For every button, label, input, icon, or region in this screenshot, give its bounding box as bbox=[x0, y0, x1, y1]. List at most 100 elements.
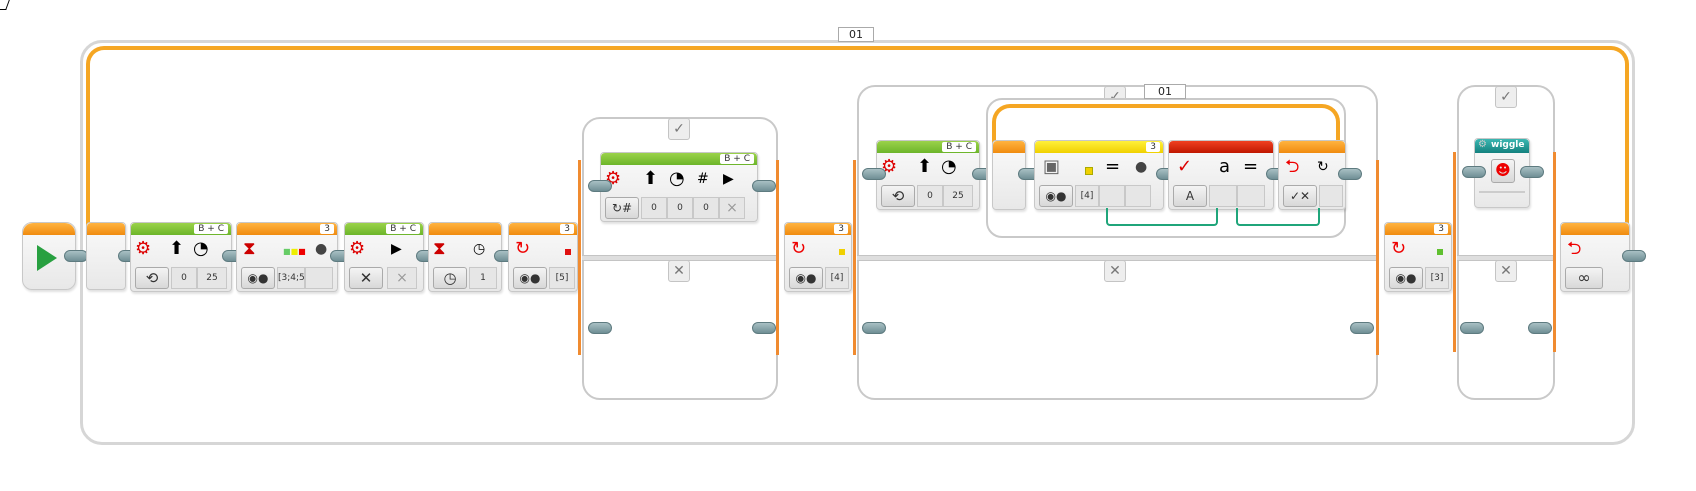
equals-icon: = bbox=[1243, 156, 1259, 177]
my-block-icon: ☻ bbox=[1491, 159, 1515, 183]
color-set-value[interactable]: [3;4;5] bbox=[277, 267, 308, 289]
power-value[interactable]: 25 bbox=[197, 267, 227, 289]
sequence-plug bbox=[1520, 166, 1544, 178]
switch-color-sensor-3[interactable]: 3 ↻ ◉● [3] bbox=[1384, 222, 1452, 292]
port-label[interactable]: B + C bbox=[386, 224, 420, 234]
switch-icon: ↻ bbox=[791, 238, 807, 259]
wait-color-block[interactable]: 3 ⧗ ■■■ ● ◉● [3;4;5] bbox=[236, 222, 338, 292]
sequence-plug bbox=[1528, 322, 1552, 334]
logic-operations-block[interactable]: ✓ a = A bbox=[1168, 140, 1274, 210]
switch-color-sensor-1[interactable]: 3 ↻ ◉● [5] bbox=[508, 222, 578, 292]
block-bar: B + C bbox=[877, 141, 979, 153]
mode-selector[interactable]: ◉● bbox=[1039, 185, 1073, 207]
speedometer-icon: ◔ bbox=[669, 168, 685, 189]
port-label[interactable]: B + C bbox=[720, 154, 754, 164]
my-block-wiggle[interactable]: ⚙ wiggle ☻ bbox=[1474, 138, 1530, 208]
block-bar bbox=[993, 141, 1025, 153]
false-case-tab[interactable]: ✕ bbox=[1104, 260, 1126, 282]
arrow-up-icon: ⬆ bbox=[643, 168, 659, 189]
outer-loop-end-block[interactable]: ⮌ ∞ bbox=[1560, 222, 1630, 292]
brake-value[interactable]: × bbox=[719, 197, 745, 219]
colors-icon: ● bbox=[315, 241, 328, 257]
move-steering-off-block[interactable]: B + C ⚙ ▶ ✕ × bbox=[344, 222, 424, 292]
mode-selector[interactable]: ⟲ bbox=[881, 185, 915, 207]
sequence-plug bbox=[862, 322, 886, 334]
port-label[interactable]: 3 bbox=[320, 224, 334, 234]
mode-selector[interactable]: ⟲ bbox=[135, 267, 169, 289]
port-label[interactable]: 3 bbox=[560, 224, 574, 234]
switch-color-sensor-2[interactable]: 3 ↻ ◉● [4] bbox=[784, 222, 852, 292]
divider bbox=[1479, 191, 1525, 193]
steering-value[interactable]: 0 bbox=[171, 267, 197, 289]
loop-interrupt-icon: ⮌ bbox=[1285, 156, 1300, 177]
result-output[interactable] bbox=[1237, 185, 1265, 207]
result-output[interactable] bbox=[305, 267, 333, 289]
mode-selector[interactable]: ◉● bbox=[789, 267, 823, 289]
measured-output[interactable] bbox=[1125, 185, 1151, 207]
data-wire bbox=[1236, 208, 1320, 226]
move-steering-degrees-block[interactable]: B + C ⚙ ⬆ ◔ # ▶ ↻# 0 0 0 × bbox=[600, 152, 758, 222]
degrees-value[interactable]: 0 bbox=[693, 197, 719, 219]
gear-icon: ⚙ bbox=[1478, 139, 1487, 150]
mode-selector[interactable]: ✓✕ bbox=[1283, 185, 1317, 207]
port-label[interactable]: B + C bbox=[194, 224, 228, 234]
color-sensor-compare-block[interactable]: 3 ▣ = ● ◉● [4] bbox=[1034, 140, 1164, 210]
degrees-icon: # bbox=[697, 171, 709, 187]
sequence-plug bbox=[1460, 322, 1484, 334]
steering-value[interactable]: 0 bbox=[641, 197, 667, 219]
play-icon[interactable] bbox=[37, 245, 57, 271]
sequence-plug bbox=[1462, 166, 1486, 178]
power-value[interactable]: 0 bbox=[667, 197, 693, 219]
inner-loop-wire bbox=[992, 104, 1340, 144]
loop-mode-selector[interactable]: ∞ bbox=[1565, 267, 1603, 289]
brake-icon: ▶ bbox=[391, 241, 402, 257]
color-value[interactable]: [4] bbox=[825, 267, 849, 289]
block-bar: B + C bbox=[601, 153, 757, 165]
mode-selector[interactable]: ◷ bbox=[433, 267, 467, 289]
brake-value[interactable]: × bbox=[387, 267, 417, 289]
block-bar bbox=[429, 223, 501, 235]
condition-input[interactable] bbox=[1319, 185, 1343, 207]
mode-selector[interactable]: ✕ bbox=[349, 267, 383, 289]
mode-selector[interactable]: ↻# bbox=[605, 197, 639, 219]
switch-icon: ↻ bbox=[515, 238, 531, 259]
power-value[interactable]: 25 bbox=[943, 185, 973, 207]
outer-loop-label[interactable]: 01 bbox=[838, 27, 874, 42]
corner-mark bbox=[0, 0, 10, 10]
color-value[interactable]: [4] bbox=[1075, 185, 1099, 207]
inner-loop-label[interactable]: 01 bbox=[1144, 84, 1186, 99]
move-steering-block[interactable]: B + C ⚙ ⬆ ◔ ⟲ 0 25 bbox=[130, 222, 232, 292]
switch-edge bbox=[1553, 152, 1556, 352]
true-case-tab[interactable]: ✓ bbox=[668, 118, 690, 140]
start-block[interactable] bbox=[22, 222, 76, 290]
block-bar: 3 bbox=[785, 223, 851, 235]
equals-icon: = bbox=[1105, 156, 1121, 177]
mode-selector[interactable]: ◉● bbox=[513, 267, 547, 289]
loop-end-block[interactable]: ⮌ ↻ ✓✕ bbox=[1278, 140, 1346, 210]
false-case-tab[interactable]: ✕ bbox=[668, 260, 690, 282]
port-label[interactable]: 3 bbox=[1146, 142, 1160, 152]
color-indicator bbox=[565, 249, 571, 255]
true-case-tab[interactable]: ✓ bbox=[1495, 86, 1517, 108]
color-value[interactable]: [3] bbox=[1425, 267, 1449, 289]
seconds-value[interactable]: 1 bbox=[469, 267, 497, 289]
switch-icon: ↻ bbox=[1391, 238, 1407, 259]
port-label[interactable]: 3 bbox=[834, 224, 848, 234]
sequence-plug bbox=[862, 168, 886, 180]
switch-edge bbox=[853, 160, 856, 355]
port-label[interactable]: 3 bbox=[1434, 224, 1448, 234]
switch-edge bbox=[1376, 160, 1379, 355]
sequence-plug bbox=[1350, 322, 1374, 334]
color-indicator bbox=[839, 249, 845, 255]
wait-time-block[interactable]: ⧗ ◷ ◷ 1 bbox=[428, 222, 502, 292]
compare-output[interactable] bbox=[1099, 185, 1125, 207]
mode-selector[interactable]: A bbox=[1173, 185, 1207, 207]
port-label[interactable]: B + C bbox=[942, 142, 976, 152]
mode-selector[interactable]: ◉● bbox=[1389, 267, 1423, 289]
color-value[interactable]: [5] bbox=[549, 267, 575, 289]
steering-value[interactable]: 0 bbox=[917, 185, 943, 207]
false-case-tab[interactable]: ✕ bbox=[1495, 260, 1517, 282]
input-a[interactable] bbox=[1209, 185, 1237, 207]
move-steering-block[interactable]: B + C ⚙ ⬆ ◔ ⟲ 0 25 bbox=[876, 140, 980, 210]
mode-selector[interactable]: ◉● bbox=[241, 267, 275, 289]
